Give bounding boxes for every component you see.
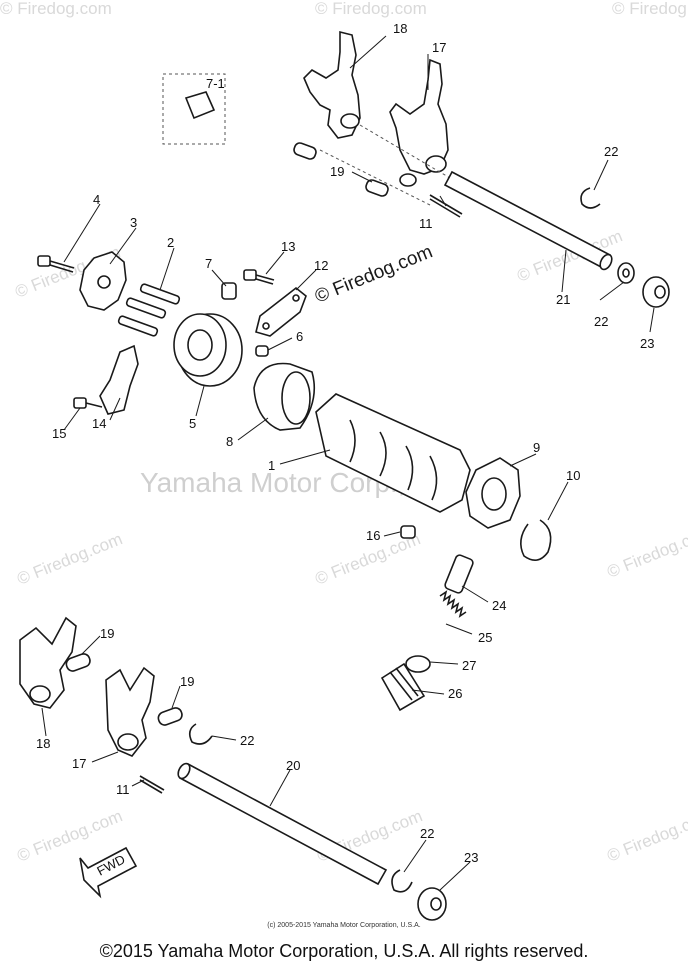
copyright-small: (c) 2005-2015 Yamaha Motor Corporation, … [267, 922, 421, 929]
callout-20: 20 [286, 758, 300, 773]
callout-5: 5 [189, 416, 196, 431]
gasket-27 [405, 655, 431, 673]
watermark-text: © Firedog.com [0, 0, 112, 18]
callout-2: 2 [167, 235, 174, 250]
callout-22: 22 [420, 826, 434, 841]
side-plate-9 [465, 457, 521, 529]
callout-13: 13 [281, 239, 295, 254]
callout-7-1: 7-1 [206, 76, 225, 91]
callout-7: 7 [205, 256, 212, 271]
pin-2 [139, 283, 181, 305]
callout-labels: 18 17 19 22 11 21 22 23 7-1 4 3 2 7 13 1… [36, 21, 654, 865]
copyright-footer: ©2015 Yamaha Motor Corporation, U.S.A. A… [99, 941, 589, 961]
guide-pin-19 [293, 142, 317, 160]
pin-16 [400, 525, 416, 539]
callout-10: 10 [566, 468, 580, 483]
callout-15: 15 [52, 426, 66, 441]
callout-12: 12 [314, 258, 328, 273]
callout-26: 26 [448, 686, 462, 701]
fwd-arrow [79, 846, 138, 899]
callout-21: 21 [556, 292, 570, 307]
callout-16: 16 [366, 528, 380, 543]
callout-24: 24 [492, 598, 506, 613]
circlip-22 [617, 262, 635, 284]
shift-fork-shaft-21 [443, 170, 612, 270]
callout-18: 18 [36, 736, 50, 751]
circlip-22 [188, 723, 213, 745]
callout-22: 22 [594, 314, 608, 329]
watermark-text: © Firedog.com [612, 0, 688, 18]
circlip-22 [391, 869, 413, 893]
callout-11: 11 [116, 782, 130, 797]
callout-1: 1 [268, 458, 275, 473]
callout-19: 19 [180, 674, 194, 689]
callout-27: 27 [462, 658, 476, 673]
stopper-14 [99, 344, 139, 415]
callout-23: 23 [640, 336, 654, 351]
callout-8: 8 [226, 434, 233, 449]
upper-fork-assembly [162, 30, 670, 308]
screw-13 [243, 269, 257, 281]
shift-fork-18-top [303, 30, 361, 139]
callout-19: 19 [330, 164, 344, 179]
detent-assembly [380, 554, 474, 712]
plunger-24 [444, 554, 474, 594]
callout-19: 19 [100, 626, 114, 641]
pin-2 [117, 315, 159, 337]
watermark-text: © Firedog.com [14, 529, 125, 588]
watermark-text: © Firedog.com [604, 522, 688, 581]
circlip-10 [520, 519, 552, 561]
spring-25 [439, 590, 467, 618]
callout-25: 25 [478, 630, 492, 645]
watermark-firedog: © Firedog.com [312, 241, 436, 307]
callout-6: 6 [296, 329, 303, 344]
pin-6 [255, 345, 269, 357]
circlip-22 [580, 187, 601, 209]
callout-9: 9 [533, 440, 540, 455]
bushing-23 [642, 276, 670, 308]
shift-fork-17-bottom [105, 666, 155, 757]
segment-plate-3 [79, 251, 127, 311]
guide-pin-19 [365, 179, 389, 197]
callout-22: 22 [240, 733, 254, 748]
shift-fork-17-top [389, 58, 449, 175]
bolt-4 [37, 255, 51, 267]
leader-lines [41, 35, 655, 891]
pin-2 [125, 297, 167, 319]
callout-4: 4 [93, 192, 100, 207]
bearing-8 [253, 362, 316, 431]
callout-17: 17 [432, 40, 446, 55]
guide-pin-19 [65, 653, 91, 672]
guide-pin-19 [157, 707, 183, 726]
callout-14: 14 [92, 416, 106, 431]
pin-7 [221, 282, 237, 300]
callout-11: 11 [419, 216, 433, 231]
bolt-15 [73, 397, 87, 409]
shift-fork-18-bottom [19, 616, 77, 709]
watermark-text: © Firedog.com [315, 0, 427, 18]
shift-cam-drum-1 [315, 393, 471, 513]
bushing-23 [417, 887, 447, 921]
callout-17: 17 [72, 756, 86, 771]
watermark-text: © Firedog.com [604, 806, 688, 865]
callout-22: 22 [604, 144, 618, 159]
callout-3: 3 [130, 215, 137, 230]
callout-18: 18 [393, 21, 407, 36]
shift-drum-assembly [37, 251, 552, 561]
callout-23: 23 [464, 850, 478, 865]
